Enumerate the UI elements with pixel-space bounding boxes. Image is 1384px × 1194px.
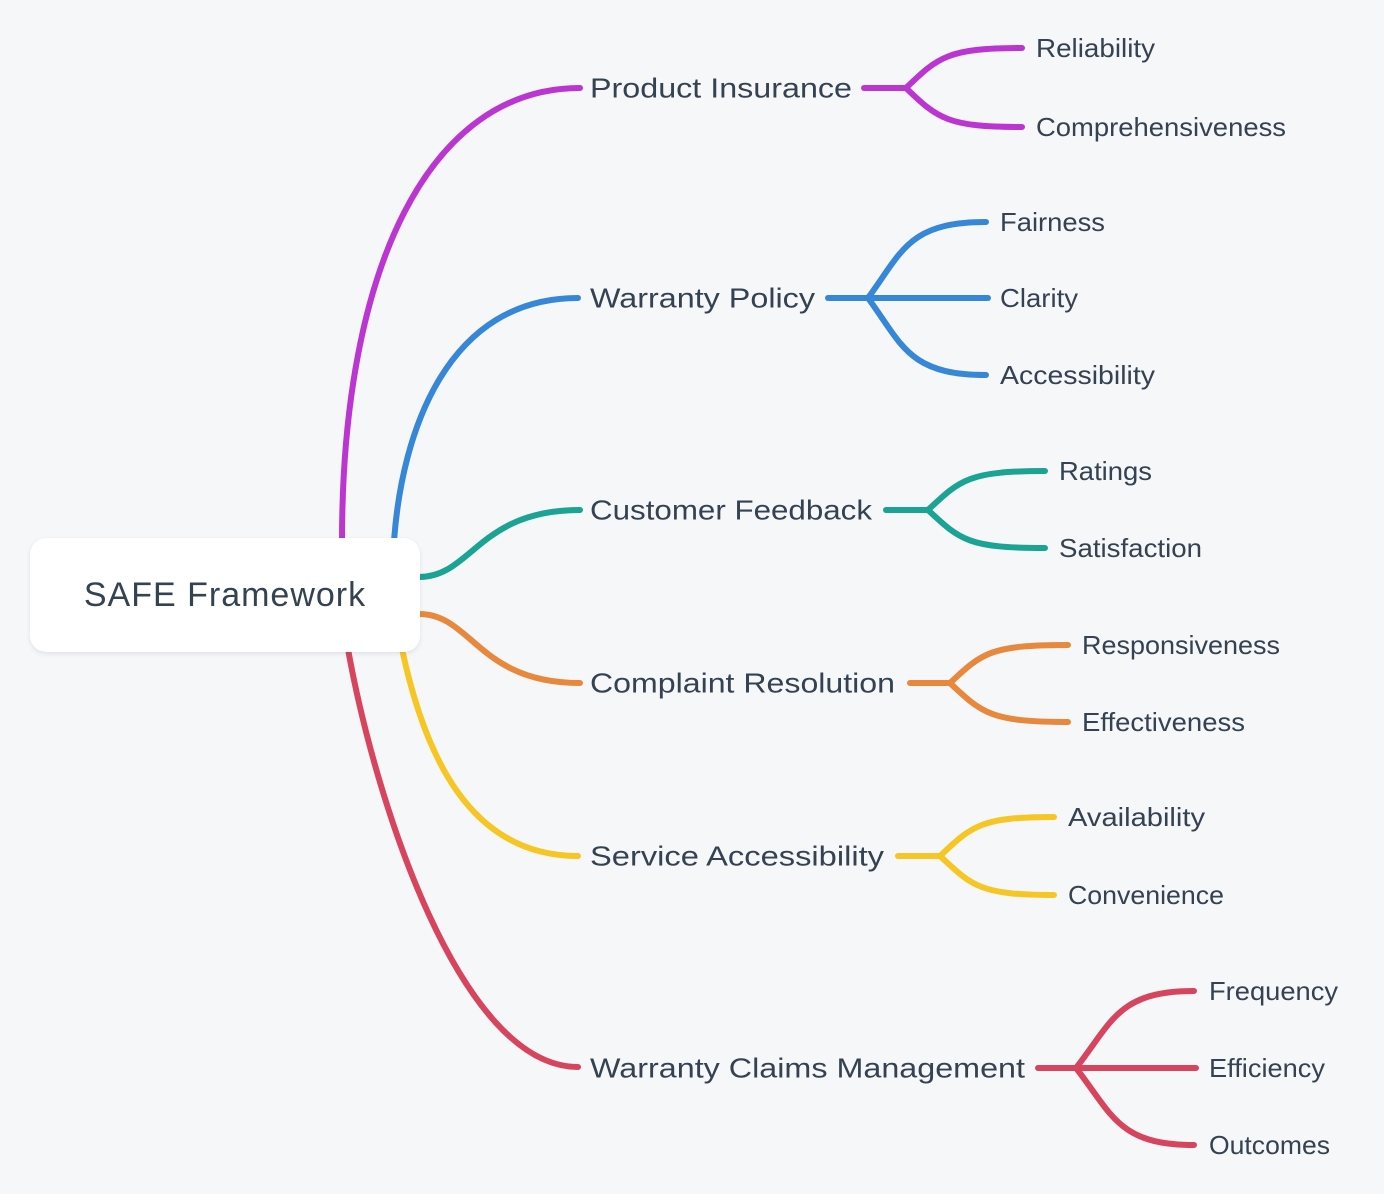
link-service-accessibility-to-availability (937, 814, 1057, 859)
link-warranty-policy-to-accessibility (865, 295, 989, 378)
link-service-accessibility-to-convenience (937, 853, 1057, 898)
branch-service-accessibility: Service Accessibility Availability Conve… (399, 646, 1224, 910)
branch-product-insurance: Product Insurance Reliability Comprehens… (339, 33, 1286, 544)
node-service-accessibility: Service Accessibility (590, 841, 884, 872)
link-warranty-claims-management-to-outcomes (1073, 1065, 1197, 1148)
link-customer-feedback-to-ratings (925, 468, 1048, 513)
node-customer-feedback: Customer Feedback (590, 495, 873, 526)
branch-warranty-policy: Warranty Policy Fairness Clarity Accessi… (391, 207, 1155, 544)
link-complaint-resolution-to-responsiveness (947, 642, 1071, 686)
link-root-to-customer-feedback (416, 507, 583, 580)
root-node: SAFE Framework (30, 538, 420, 652)
root-label: SAFE Framework (83, 575, 367, 614)
node-product-insurance: Product Insurance (590, 73, 852, 104)
node-availability: Availability (1068, 802, 1205, 832)
node-frequency: Frequency (1209, 976, 1338, 1006)
link-warranty-claims-management-to-frequency (1073, 988, 1197, 1071)
link-root-to-service-accessibility (399, 646, 581, 859)
node-complaint-resolution: Complaint Resolution (590, 668, 895, 699)
node-accessibility: Accessibility (1000, 360, 1155, 390)
branch-customer-feedback: Customer Feedback Ratings Satisfaction (416, 456, 1202, 580)
link-root-to-warranty-claims-management (345, 646, 581, 1070)
node-warranty-policy: Warranty Policy (590, 283, 815, 314)
link-product-insurance-to-reliability (903, 45, 1025, 91)
node-clarity: Clarity (1000, 283, 1078, 313)
node-responsiveness: Responsiveness (1082, 630, 1280, 660)
node-convenience: Convenience (1068, 880, 1224, 910)
link-root-to-product-insurance (339, 85, 583, 544)
node-ratings: Ratings (1059, 456, 1152, 486)
node-warranty-claims-management: Warranty Claims Management (590, 1053, 1025, 1084)
link-warranty-policy-to-fairness (865, 219, 989, 301)
link-root-to-complaint-resolution (416, 611, 583, 686)
branch-warranty-claims-management: Warranty Claims Management Frequency Eff… (345, 646, 1338, 1160)
node-efficiency: Efficiency (1209, 1053, 1325, 1083)
node-fairness: Fairness (1000, 207, 1105, 237)
node-comprehensiveness: Comprehensiveness (1036, 112, 1286, 142)
link-complaint-resolution-to-effectiveness (947, 680, 1071, 725)
node-reliability: Reliability (1036, 33, 1155, 63)
node-outcomes: Outcomes (1209, 1130, 1330, 1160)
node-effectiveness: Effectiveness (1082, 707, 1245, 737)
branch-complaint-resolution: Complaint Resolution Responsiveness Effe… (416, 611, 1280, 737)
link-product-insurance-to-comprehensiveness (903, 85, 1025, 130)
link-customer-feedback-to-satisfaction (925, 507, 1048, 551)
link-root-to-warranty-policy (391, 295, 581, 544)
node-satisfaction: Satisfaction (1059, 533, 1202, 563)
